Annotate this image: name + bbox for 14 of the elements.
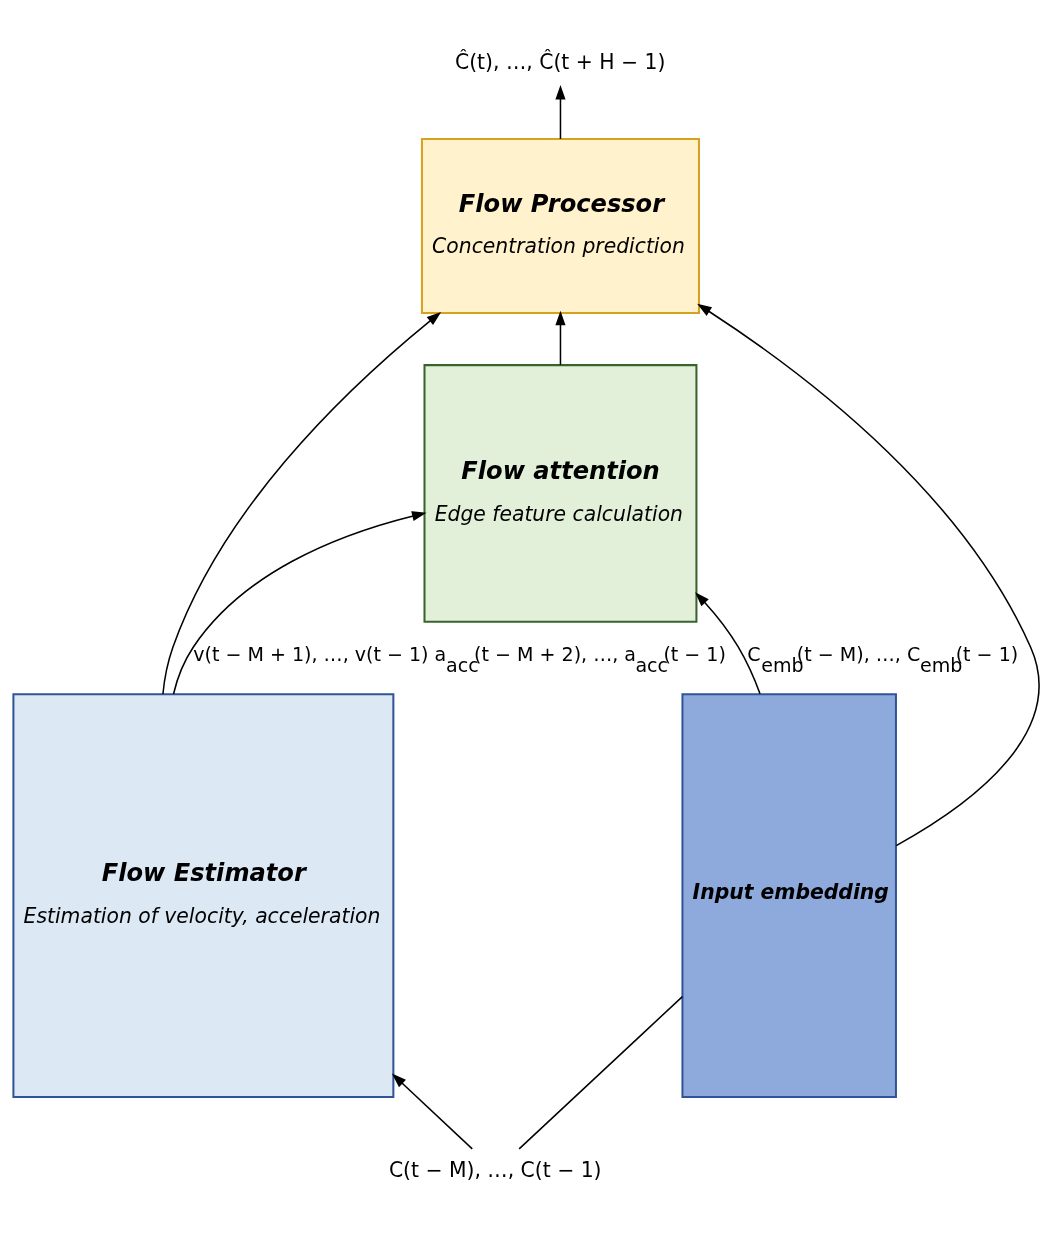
node-box: Flow Estimator Estimation of velocity, acceleration	[12, 692, 395, 1098]
arrow	[391, 1073, 473, 1150]
arrow	[695, 591, 761, 695]
arrow	[555, 310, 566, 366]
arrow	[555, 84, 566, 140]
node-text: Ĉ(t), …, Ĉ(t + H − 1)	[455, 49, 666, 74]
node-box: Input embedding	[681, 692, 897, 1098]
node-text: C(t − M), …, C(t − 1)	[388, 1157, 602, 1182]
arrow	[172, 510, 427, 695]
connector	[518, 995, 684, 1150]
node-box: Flow Processor Concentration prediction	[420, 137, 700, 314]
arrow	[162, 311, 442, 695]
arrow	[697, 303, 1040, 846]
node-box: Flow attention Edge feature calculation	[423, 363, 698, 623]
